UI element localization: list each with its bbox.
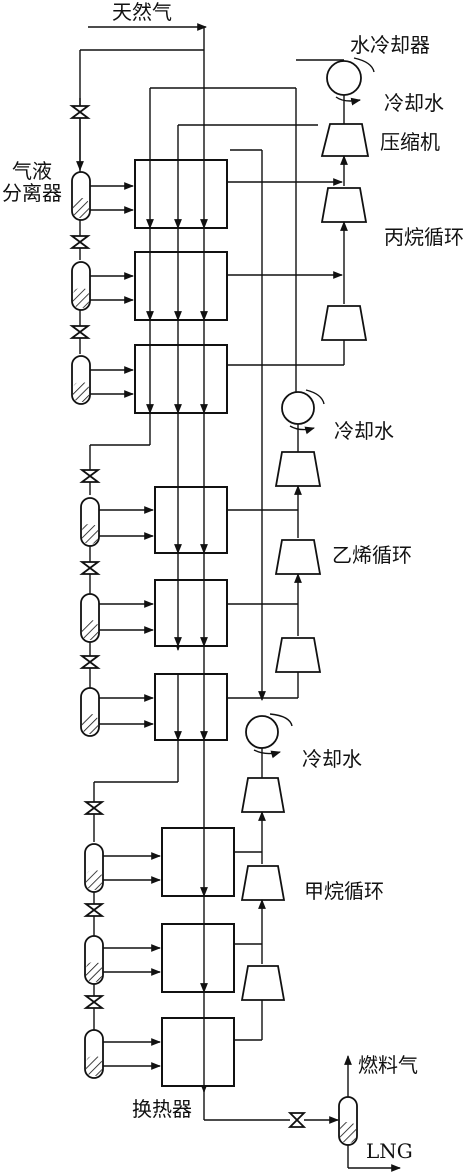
- cooling-water-label-3: 冷却水: [302, 747, 362, 771]
- gas-liquid-separator-label-line2: 分离器: [2, 181, 62, 205]
- fuel-gas-label: 燃料气: [358, 1053, 418, 1077]
- natural-gas-label: 天然气: [112, 0, 172, 24]
- heat-exchanger-ethylene-3: [154, 673, 228, 741]
- water-cooler-label: 水冷却器: [350, 33, 430, 57]
- lng-label: LNG: [366, 1139, 413, 1163]
- separator-train-ethylene: [79, 469, 179, 842]
- ethylene-cycle-label: 乙烯循环: [332, 543, 412, 567]
- propane-compressor-column: [227, 57, 375, 366]
- compressor-label: 压缩机: [380, 130, 440, 154]
- ethylene-compressor-column: [227, 389, 325, 699]
- methane-compressor-column: [234, 713, 293, 1041]
- exchanger-flow-arrows: [146, 252, 208, 1086]
- heat-exchanger-ethylene-2: [154, 579, 228, 647]
- heat-exchanger-ethylene-1: [154, 486, 228, 554]
- heat-exchanger-label: 换热器: [132, 1097, 192, 1121]
- cooling-water-label-2: 冷却水: [334, 419, 394, 443]
- heat-exchanger-methane-3: [161, 1017, 235, 1087]
- heat-exchanger-propane-1: [134, 159, 228, 229]
- heat-exchanger-propane-3: [134, 344, 228, 414]
- heat-exchanger-propane-2: [134, 251, 228, 321]
- product-outlet: [203, 1055, 401, 1172]
- separator-train-propane: [69, 98, 151, 495]
- separator-train-methane: [83, 801, 161, 1079]
- gas-liquid-separator-label-line1: 气液: [12, 159, 52, 183]
- heat-exchanger-methane-2: [161, 923, 235, 993]
- heat-exchanger-methane-1: [161, 827, 235, 897]
- cooling-water-label-1: 冷却水: [384, 91, 444, 115]
- methane-cycle-label: 甲烷循环: [304, 879, 384, 903]
- propane-cycle-label: 丙烷循环: [384, 225, 464, 249]
